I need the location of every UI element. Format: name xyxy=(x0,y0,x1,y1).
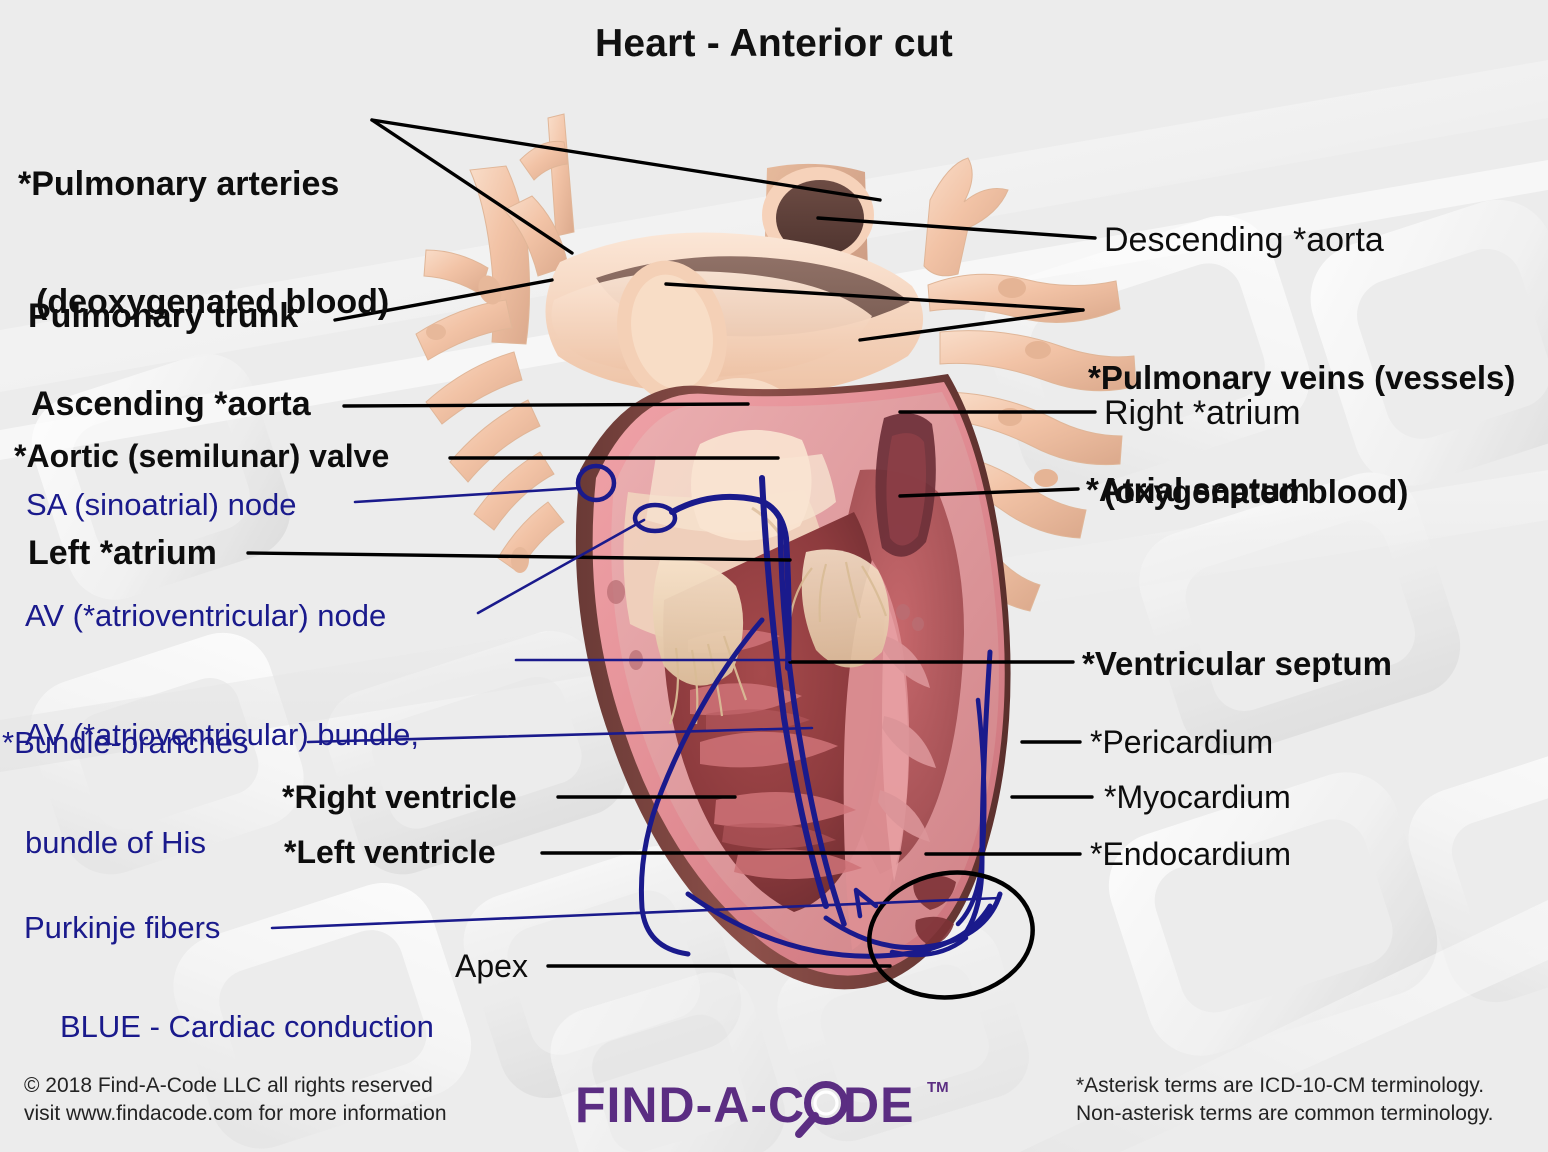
label-pulmonary-trunk: Pulmonary trunk xyxy=(28,297,299,335)
brand-trademark: TM xyxy=(927,1079,949,1096)
label-left-atrium: Left *atrium xyxy=(28,534,217,572)
label-pulmonary-arteries: *Pulmonary arteries (deoxygenated blood) xyxy=(18,86,389,402)
label-atrial-septum: *Atrial septum xyxy=(1086,471,1310,508)
label-myocardium: *Myocardium xyxy=(1104,779,1291,815)
magnifier-icon xyxy=(795,1081,848,1138)
footer: © 2018 Find-A-Code LLC all rights reserv… xyxy=(0,1060,1548,1152)
label-pulmonary-veins-line1: *Pulmonary veins (vessels) xyxy=(1088,358,1516,396)
brand-name-head: FIND-A-C xyxy=(575,1077,805,1133)
label-aortic-semilunar-valve: *Aortic (semilunar) valve xyxy=(14,438,390,474)
label-endocardium: *Endocardium xyxy=(1090,836,1291,872)
label-ventricular-septum: *Ventricular septum xyxy=(1082,645,1392,682)
label-ascending-aorta: Ascending *aorta xyxy=(31,385,311,423)
label-pulmonary-veins: *Pulmonary veins (vessels) (oxygenated b… xyxy=(1088,282,1515,588)
label-left-ventricle: *Left ventricle xyxy=(284,834,496,870)
find-a-code-logo[interactable]: FIND-A-C DE TM xyxy=(575,1070,965,1142)
label-pulmonary-arteries-line1: *Pulmonary arteries xyxy=(18,164,340,203)
copyright-text: © 2018 Find-A-Code LLC all rights reserv… xyxy=(24,1074,447,1126)
label-bundle-branches: *Bundle-branches xyxy=(2,725,249,760)
label-right-atrium: Right *atrium xyxy=(1104,394,1301,432)
brand-name-tail: DE xyxy=(843,1077,914,1133)
label-apex: Apex xyxy=(455,948,528,984)
label-right-ventricle: *Right ventricle xyxy=(282,779,517,815)
label-av-node: AV (*atrioventricular) node xyxy=(25,598,387,633)
label-pericardium: *Pericardium xyxy=(1090,724,1274,760)
label-purkinje-fibers: Purkinje fibers xyxy=(24,910,221,945)
label-sa-node: SA (sinoatrial) node xyxy=(26,487,297,522)
label-descending-aorta: Descending *aorta xyxy=(1104,221,1384,259)
legend-blue-key: BLUE - Cardiac conduction xyxy=(60,1009,434,1044)
page-title: Heart - Anterior cut xyxy=(595,22,953,65)
asterisk-note-text: *Asterisk terms are ICD-10-CM terminolog… xyxy=(1076,1074,1494,1126)
